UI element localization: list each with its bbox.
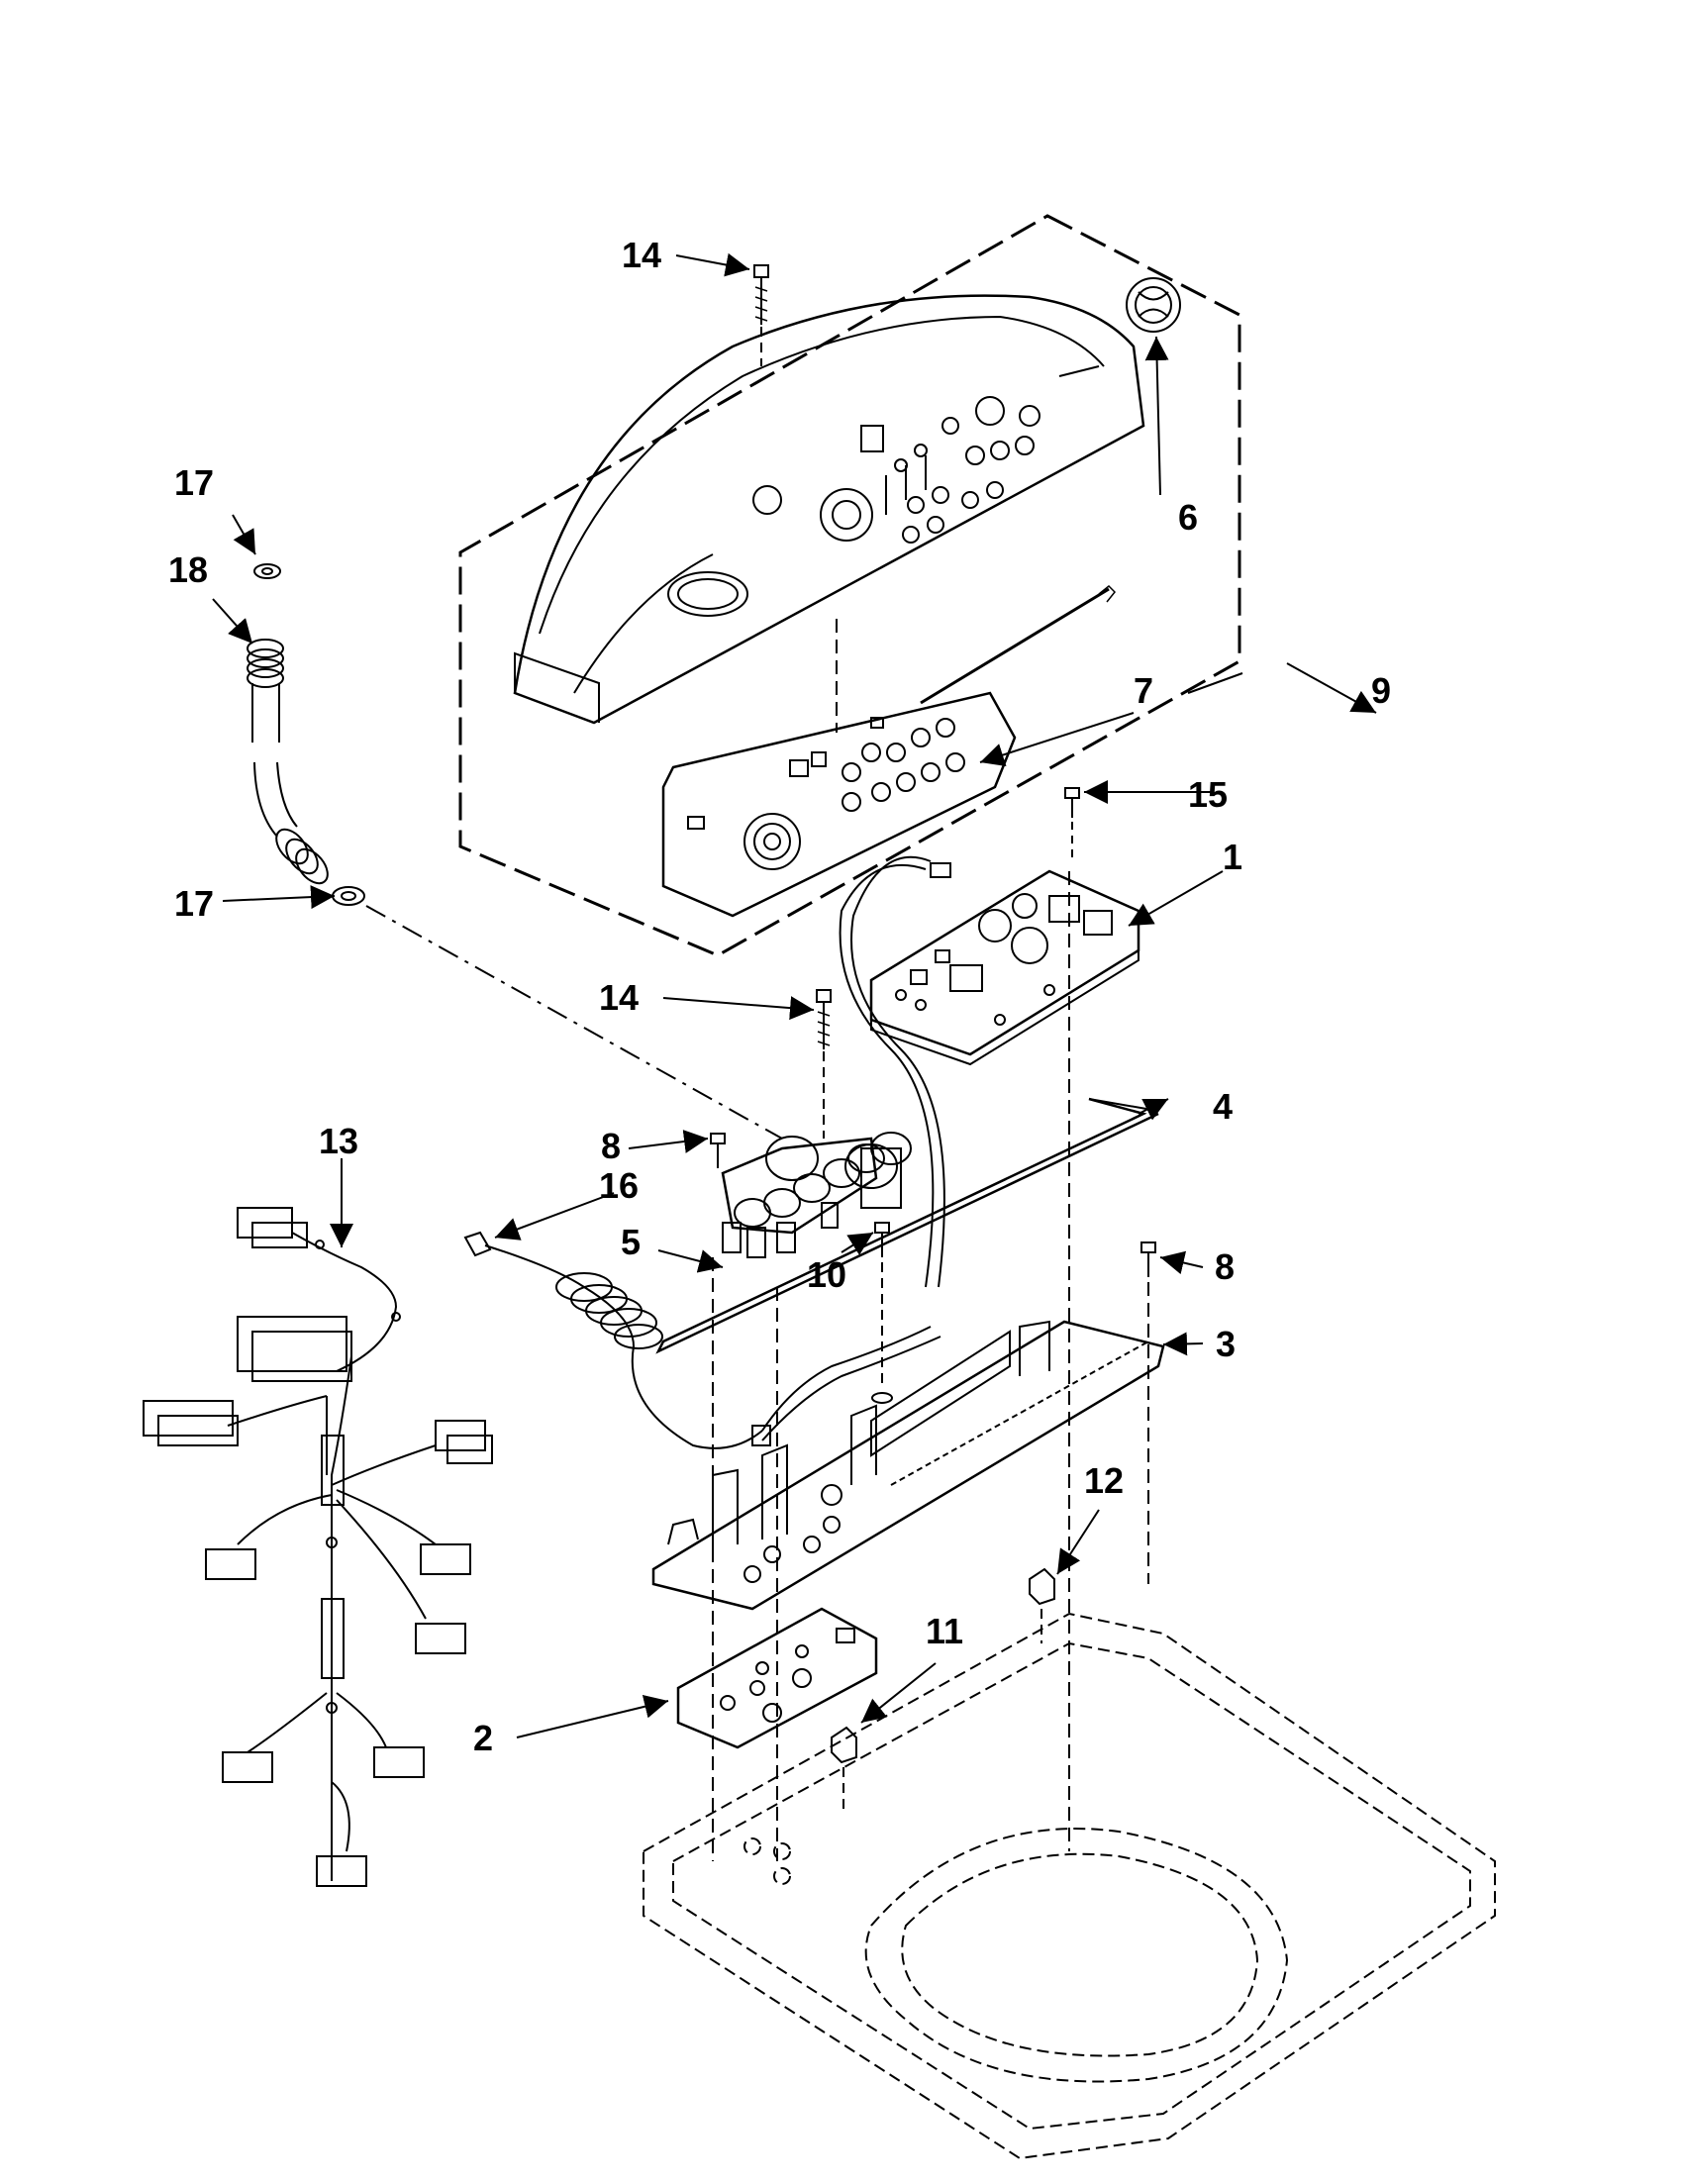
callout-8-right: 8 bbox=[1215, 1246, 1236, 1287]
console-panel bbox=[513, 294, 1145, 725]
insulator-plate bbox=[676, 1607, 878, 1749]
leader-arrows bbox=[212, 252, 1377, 1738]
power-board bbox=[869, 869, 1140, 1851]
callout-10: 10 bbox=[807, 1254, 847, 1295]
callout-13: 13 bbox=[319, 1121, 359, 1161]
fill-hose bbox=[247, 563, 783, 1140]
callout-1: 1 bbox=[1223, 837, 1243, 877]
screw-15 bbox=[1064, 787, 1080, 861]
console-assembly-boundary bbox=[458, 214, 1241, 957]
water-valve bbox=[712, 1132, 912, 1861]
console-base bbox=[651, 1320, 1165, 1611]
callout-4: 4 bbox=[1213, 1086, 1234, 1127]
clip-11 bbox=[831, 1726, 857, 1812]
inlet-hose-coil bbox=[463, 1231, 763, 1449]
callout-15: 15 bbox=[1188, 774, 1229, 815]
callout-9: 9 bbox=[1371, 670, 1392, 711]
screw-middle bbox=[816, 989, 832, 1139]
board-wire bbox=[839, 863, 935, 1288]
callout-17-top: 17 bbox=[174, 462, 215, 503]
callout-3: 3 bbox=[1216, 1324, 1237, 1364]
clip bbox=[751, 1425, 771, 1446]
washer-top-panel bbox=[643, 1612, 1496, 2160]
screw-8-right bbox=[1140, 1241, 1156, 1584]
screw-8-left bbox=[710, 1133, 726, 1168]
knob bbox=[1126, 277, 1181, 333]
callout-7: 7 bbox=[1134, 670, 1154, 711]
clip-12 bbox=[1029, 1567, 1055, 1643]
wire-harness bbox=[143, 1207, 493, 1887]
callout-14-middle: 14 bbox=[599, 977, 640, 1018]
connector bbox=[930, 862, 951, 878]
callout-18: 18 bbox=[168, 549, 209, 590]
callout-5: 5 bbox=[621, 1222, 642, 1262]
callout-2: 2 bbox=[473, 1718, 494, 1758]
callout-11: 11 bbox=[926, 1611, 964, 1651]
callout-14-top: 14 bbox=[622, 235, 662, 275]
wire-4 bbox=[655, 1097, 1159, 1354]
callout-6: 6 bbox=[1178, 497, 1199, 538]
screw-top bbox=[753, 264, 769, 366]
callout-17-bottom: 17 bbox=[174, 883, 215, 924]
callout-16: 16 bbox=[599, 1165, 640, 1206]
callout-12: 12 bbox=[1084, 1460, 1125, 1501]
callout-8-left: 8 bbox=[601, 1126, 622, 1166]
